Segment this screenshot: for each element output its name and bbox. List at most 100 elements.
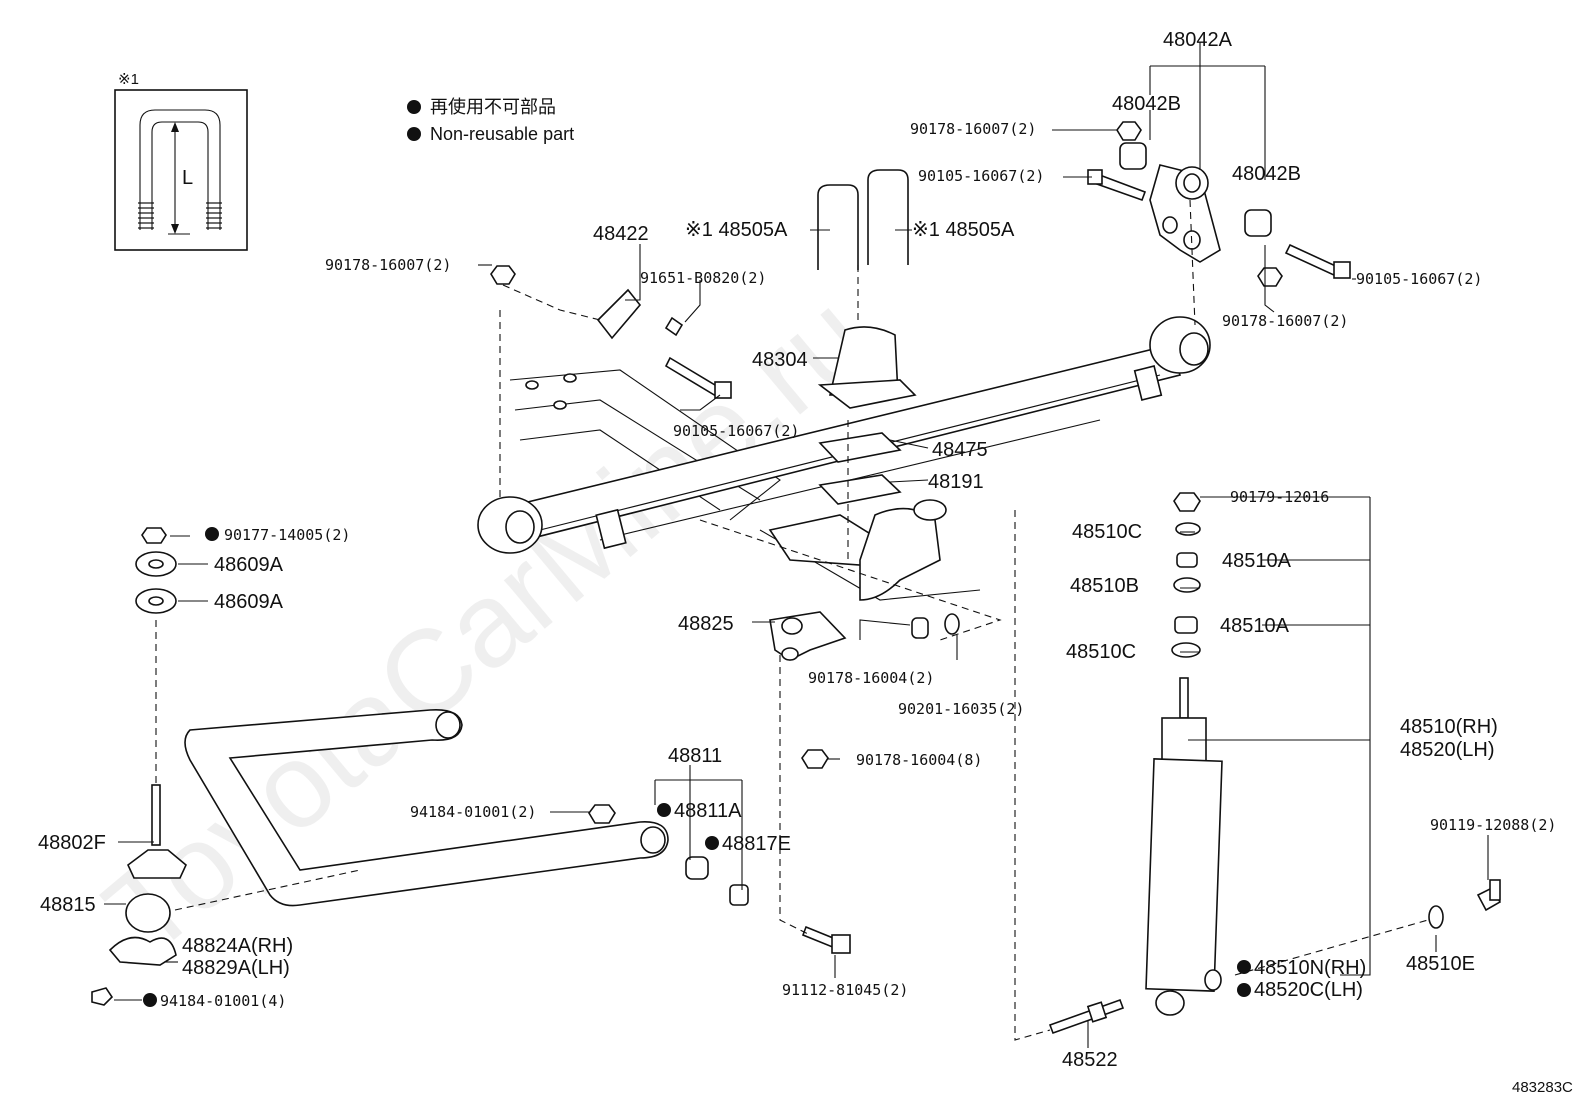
label-90105-16067-c: 90105-16067(2) <box>673 422 799 440</box>
legend-jp: 再使用不可部品 <box>430 97 556 117</box>
shock-absorber <box>1048 492 1502 1035</box>
label-48510C-a: 48510C <box>1072 521 1142 543</box>
bolt-icon <box>1284 243 1342 278</box>
label-48811: 48811 <box>668 745 722 767</box>
bracket-48422 <box>490 265 732 399</box>
inset-dim-label: L <box>182 167 193 189</box>
cushion-48510A-bottom <box>1174 616 1198 634</box>
bracket-48825 <box>769 611 960 769</box>
label-48510E: 48510E <box>1406 953 1475 975</box>
label-90178-16007-a: 90178-16007(2) <box>910 120 1036 138</box>
nut-icon <box>801 749 829 769</box>
label-94184-01001-a: 94184-01001(2) <box>410 803 536 821</box>
label-48475: 48475 <box>932 439 988 461</box>
non-reusable-dot-icon <box>705 836 719 850</box>
label-48609A-a: 48609A <box>214 554 284 576</box>
legend: 再使用不可部品 Non-reusable part <box>407 97 574 144</box>
figure-code: 483283C <box>1512 1079 1573 1096</box>
spring-seat <box>768 499 947 601</box>
label-91651-B0820: 91651-B0820(2) <box>640 269 766 287</box>
nut-icon <box>1257 267 1283 287</box>
legend-en: Non-reusable part <box>430 124 574 144</box>
bracket-48824A <box>108 936 177 966</box>
label-48510-RH: 48510(RH) <box>1400 716 1498 738</box>
label-48520C: 48520C(LH) <box>1254 979 1363 1001</box>
label-48824A: 48824A(RH) <box>182 935 293 957</box>
nut-icon <box>1173 492 1201 512</box>
u-bolt-inset: ※1 L <box>114 71 248 251</box>
label-90178-16007-b: 90178-16007(2) <box>325 256 451 274</box>
label-48510C-b: 48510C <box>1066 641 1136 663</box>
bracket-48802F <box>151 784 161 846</box>
label-90178-16004-b: 90178-16004(8) <box>856 751 982 769</box>
label-48811A: 48811A <box>674 800 742 822</box>
bushing-48811A <box>685 856 709 880</box>
non-reusable-dot-icon <box>407 127 421 141</box>
label-90178-16007-c: 90178-16007(2) <box>1222 312 1348 330</box>
inset-ref-mark: ※1 <box>118 71 139 88</box>
bolt-icon <box>1489 879 1501 901</box>
label-48829A: 48829A(LH) <box>182 957 290 979</box>
label-48510A-b: 48510A <box>1220 615 1290 637</box>
left-bracket-stack <box>91 527 361 1006</box>
bushing-48042B-top <box>1119 142 1147 170</box>
stabilizer-link-parts <box>588 804 851 954</box>
label-48522: 48522 <box>1062 1049 1118 1071</box>
label-90119-12088: 90119-12088(2) <box>1430 816 1556 834</box>
label-48304: 48304 <box>752 349 808 371</box>
label-48520-LH: 48520(LH) <box>1400 739 1495 761</box>
spring-pad-48475 <box>818 432 902 463</box>
washer-icon <box>944 613 960 635</box>
label-90201-16035: 90201-16035(2) <box>898 700 1024 718</box>
bushing-48510N <box>1204 969 1222 991</box>
label-48802F: 48802F <box>38 832 106 854</box>
label-48815: 48815 <box>40 894 96 916</box>
label-48817E: 48817E <box>722 833 791 855</box>
reference-lines <box>499 284 1051 1041</box>
cushion-48510A-top <box>1176 552 1198 568</box>
leader-lines <box>104 42 1489 1048</box>
label-48042B-right: 48042B <box>1232 163 1301 185</box>
label-90105-16067-b: 90105-16067(2) <box>1356 270 1482 288</box>
washer-icon <box>1171 642 1201 658</box>
label-48510B: 48510B <box>1070 575 1139 597</box>
label-48042A: 48042A <box>1163 29 1233 51</box>
non-reusable-dot-icon <box>407 100 421 114</box>
shackle-assembly <box>1087 121 1351 326</box>
part-labels: 48042A 48042B 48042B 90178-16007(2) 9010… <box>38 29 1556 1071</box>
label-90177-14005: 90177-14005(2) <box>224 526 350 544</box>
label-48510A-a: 48510A <box>1222 550 1292 572</box>
bushing-48042B-right <box>1244 209 1272 237</box>
label-48042B-top: 48042B <box>1112 93 1181 115</box>
label-94184-01001-b: 94184-01001(4) <box>160 992 286 1010</box>
non-reusable-dot-icon <box>1237 983 1251 997</box>
washer-48510E <box>1428 905 1444 929</box>
label-48422: 48422 <box>593 223 649 245</box>
label-48505A-right: ※1 48505A <box>912 219 1015 241</box>
u-bolts <box>817 169 909 320</box>
bump-stopper <box>817 326 917 409</box>
label-48505A-left: ※1 48505A <box>685 219 788 241</box>
nut-icon <box>1116 121 1142 141</box>
nut-icon <box>141 527 167 544</box>
label-90179-12016: 90179-12016 <box>1230 488 1329 506</box>
collar-48817E <box>729 884 749 906</box>
non-reusable-dot-icon <box>205 527 219 541</box>
label-48609A-b: 48609A <box>214 591 284 613</box>
label-48825: 48825 <box>678 613 734 635</box>
bushing-90178-16004 <box>911 617 929 639</box>
label-91112-81045: 91112-81045(2) <box>782 981 908 999</box>
label-90178-16004-a: 90178-16004(2) <box>808 669 934 687</box>
retainer-48510B <box>1173 577 1201 593</box>
non-reusable-dot-icon <box>1237 960 1251 974</box>
spring-pad-48191 <box>818 474 902 505</box>
nut-icon <box>588 804 616 824</box>
bolt-48522 <box>1048 998 1125 1035</box>
label-48191: 48191 <box>928 471 984 493</box>
non-reusable-dot-icon <box>143 993 157 1007</box>
label-90105-16067-a: 90105-16067(2) <box>918 167 1044 185</box>
bushing-48815 <box>125 893 171 933</box>
washer-icon <box>1175 522 1201 536</box>
nut-icon <box>490 265 516 285</box>
